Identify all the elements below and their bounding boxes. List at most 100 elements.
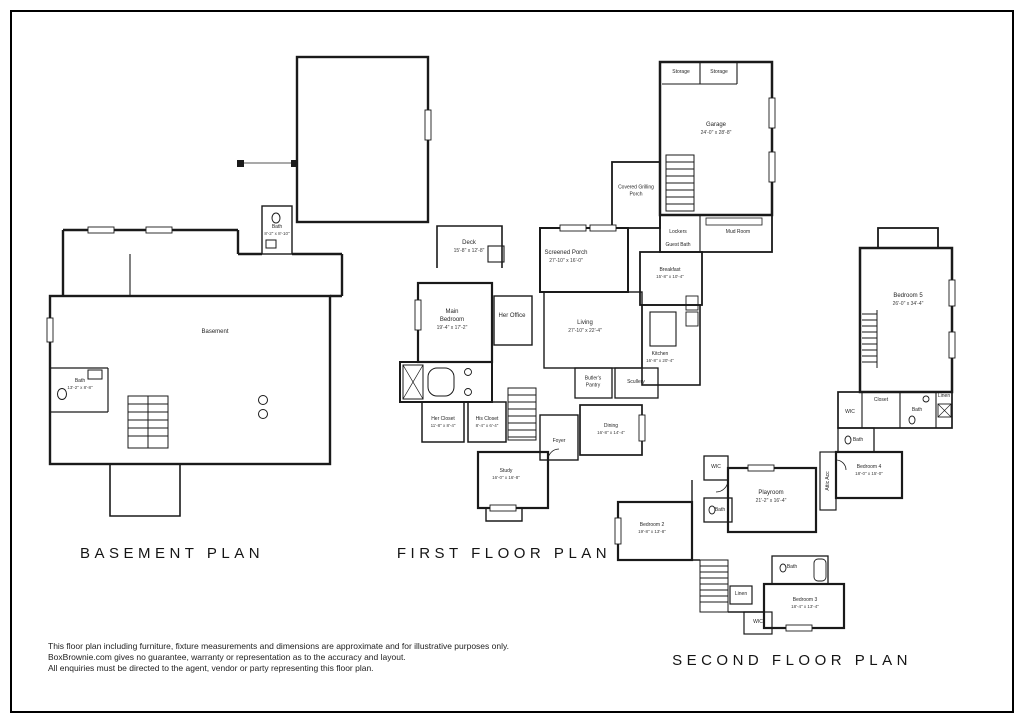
room-name: Bath	[714, 506, 726, 513]
room-label-bath-b3: Bath	[787, 564, 797, 571]
room-label-kitchen: Kitchen 16'-8" x 20'-4"	[646, 351, 674, 363]
room-name: His Closet	[475, 415, 499, 422]
room-name: Study	[499, 467, 513, 474]
room-label-bath-play: Bath	[715, 507, 725, 514]
room-name: WIC	[845, 408, 855, 415]
second-floor-drawing	[616, 227, 954, 635]
room-name: Storage	[710, 68, 728, 75]
room-dims: 21'-2" x 16'-4"	[755, 497, 787, 504]
room-label-butlers-pantry: Butler's Pantry	[578, 376, 608, 389]
structural-posts	[237, 160, 298, 167]
room-label-storage-2: Storage	[710, 69, 728, 76]
room-label-dining: Dining 16'-8" x 14'-4"	[597, 423, 625, 435]
disclaimer-line-3: All enquiries must be directed to the ag…	[48, 663, 374, 673]
room-dims: 16'-8" x 14'-4"	[597, 429, 625, 435]
room-name: Storage	[672, 68, 690, 75]
room-name: Bath	[786, 563, 798, 570]
room-label-bath-hall: Bath	[912, 407, 922, 414]
disclaimer-line-2: BoxBrownie.com gives no guarantee, warra…	[48, 652, 406, 662]
garage-stairs	[665, 154, 695, 212]
room-dims: 19'-4" x 17'-2"	[436, 324, 468, 331]
room-name: Kitchen	[651, 350, 669, 357]
room-label-lockers: Lockers	[669, 229, 687, 236]
second-stairwell	[699, 559, 729, 613]
room-label-main-bedroom: Main Bedroom 19'-4" x 17'-2"	[433, 309, 471, 331]
room-label-deck: Deck 15'-8" x 12'-8"	[454, 240, 485, 254]
room-name: Lockers	[669, 228, 687, 235]
room-name: Her Closet	[431, 415, 455, 422]
room-label-linen-hall: Linen	[938, 393, 950, 400]
room-name: Bath	[271, 223, 283, 230]
room-label-bedroom-3: Bedroom 3 18'-4" x 13'-4"	[791, 597, 819, 609]
room-label-garage: Garage 24'-0" x 28'-8"	[701, 122, 732, 136]
hall-bath-fixtures	[908, 395, 952, 425]
room-dims: 19'-8" x 13'-8"	[638, 528, 666, 534]
second-floor-plan-title: SECOND FLOOR PLAN	[672, 652, 912, 669]
room-label-wic-play: WIC	[711, 464, 721, 471]
room-dims: 16'-0" x 16'-8"	[492, 474, 520, 480]
room-label-bedroom-4: Bedroom 4 18'-0" x 15'-0"	[855, 464, 883, 476]
first-floor-plan-title: FIRST FLOOR PLAN	[396, 545, 612, 562]
second-floor-stairs-up	[862, 310, 878, 368]
room-label-bedroom-2: Bedroom 2 19'-8" x 13'-8"	[638, 522, 666, 534]
room-label-linen-stairs: Linen	[735, 591, 747, 598]
room-label-study: Study 16'-0" x 16'-8"	[492, 468, 520, 480]
room-label-her-closet: Her Closet 11'-8" x 8'-4"	[431, 416, 456, 428]
room-dims: 11'-8" x 8'-4"	[430, 422, 456, 428]
basement-plan-title: BASEMENT PLAN	[79, 545, 265, 562]
basement-mechanical-icon	[258, 395, 268, 419]
room-name: Bath	[74, 377, 86, 384]
room-label-basement-bath: Bath 13'-2" x 8'-8"	[67, 378, 92, 390]
room-label-living: Living 27'-10" x 22'-4"	[568, 320, 602, 334]
room-name: Living	[577, 319, 593, 326]
room-dims: 26'-0" x 34'-4"	[892, 300, 924, 307]
room-name: Attic Acc	[824, 471, 831, 491]
room-name: Butler's Pantry	[584, 375, 602, 389]
room-dims: 24'-0" x 28'-8"	[700, 129, 732, 136]
room-label-mud-room: Mud Room	[726, 229, 750, 236]
main-bath-fixtures	[399, 361, 493, 403]
room-dims: 8'-2" x 8'-10"	[264, 230, 290, 236]
room-name: Screened Porch	[544, 249, 588, 256]
room-name: Bedroom 4	[856, 463, 882, 470]
room-name: Covered Grilling Porch	[618, 184, 654, 198]
room-name: Main Bedroom	[439, 308, 465, 323]
room-label-wic-hall: WIC	[845, 409, 855, 416]
room-dims: 16'-8" x 20'-4"	[646, 357, 674, 363]
basement-drawing	[48, 55, 430, 517]
room-label-playroom: Playroom 21'-2" x 16'-4"	[756, 490, 787, 504]
room-label-bath-b4: Bath	[853, 437, 863, 444]
disclaimer-line-1: This floor plan including furniture, fix…	[48, 641, 509, 651]
room-name: Garage	[705, 121, 727, 128]
basement-stairs	[127, 395, 169, 449]
room-name: Closet	[873, 396, 889, 403]
room-name: Her Office	[498, 313, 526, 320]
room-name: Playroom	[758, 489, 784, 496]
room-label-grilling-porch: Covered Grilling Porch	[618, 185, 654, 198]
room-label-scullery: Scullery	[627, 379, 645, 386]
room-name: Bedroom 2	[639, 521, 665, 528]
room-label-closet: Closet	[874, 397, 888, 404]
room-name: Mud Room	[725, 228, 751, 235]
room-name: Basement	[201, 329, 229, 336]
room-dims: 18'-0" x 15'-0"	[855, 470, 883, 476]
room-name: Bath	[911, 406, 923, 413]
room-name: Bedroom 5	[893, 292, 923, 299]
room-name: WIC	[711, 463, 721, 470]
window-marks	[46, 97, 956, 632]
room-label-foyer: Foyer	[553, 438, 566, 445]
room-dims: 18'-4" x 13'-4"	[791, 603, 819, 609]
room-name: Scullery	[627, 378, 645, 385]
room-name: Guest Bath	[665, 241, 691, 248]
main-stairs	[507, 387, 537, 441]
room-name: Foyer	[552, 437, 566, 444]
room-label-screened-porch: Screened Porch 27'-10" x 16'-0"	[544, 250, 587, 264]
room-dims: 27'-10" x 16'-0"	[549, 257, 583, 264]
room-dims: 27'-10" x 22'-4"	[568, 327, 602, 334]
room-label-wic-b3: WIC	[753, 619, 763, 626]
room-label-attic-access: Attic Acc	[825, 471, 832, 490]
room-label-guest-bath: Guest Bath	[665, 242, 690, 249]
room-name: WIC	[753, 618, 763, 625]
